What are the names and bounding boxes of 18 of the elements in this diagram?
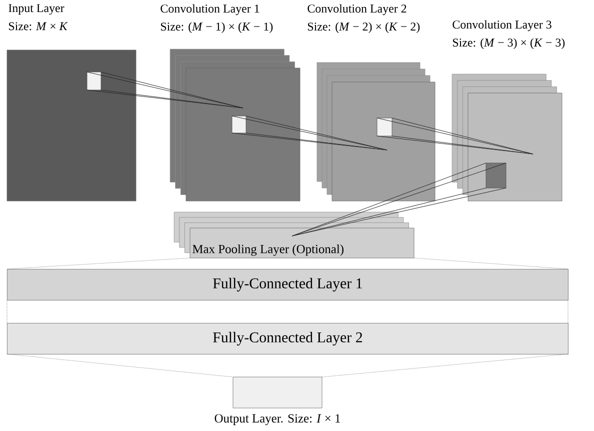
layer-heading: Size: M × K bbox=[9, 22, 68, 30]
layer-band: Fully-Connected Layer 2 bbox=[7, 323, 568, 354]
feature-map-stack bbox=[452, 20, 565, 202]
feature-map-stack bbox=[6, 4, 136, 202]
layer-band: Fully-Connected Layer 1 bbox=[7, 269, 568, 300]
layer-heading: Size: (M − 3) × (K − 3) bbox=[453, 38, 565, 50]
output-box bbox=[214, 376, 340, 426]
layer-heading: Convolution Layer 1 bbox=[160, 4, 260, 16]
layer-heading: Convolution Layer 2 bbox=[308, 4, 406, 16]
layer-label: Max Pooling Layer (Optional) bbox=[192, 244, 344, 256]
layer-heading: Size: (M − 1) × (K − 1) bbox=[161, 22, 273, 34]
layer-heading: Convolution Layer 3 bbox=[452, 20, 552, 32]
layer-heading: Size: (M − 2) × (K − 2) bbox=[308, 22, 420, 34]
feature-map-stack bbox=[160, 4, 300, 202]
layer-label: Output Layer. Size: I × 1 bbox=[214, 414, 340, 426]
feature-map-stack bbox=[308, 4, 436, 202]
layer-heading: Input Layer bbox=[8, 4, 64, 15]
pooling-stack bbox=[174, 212, 414, 258]
